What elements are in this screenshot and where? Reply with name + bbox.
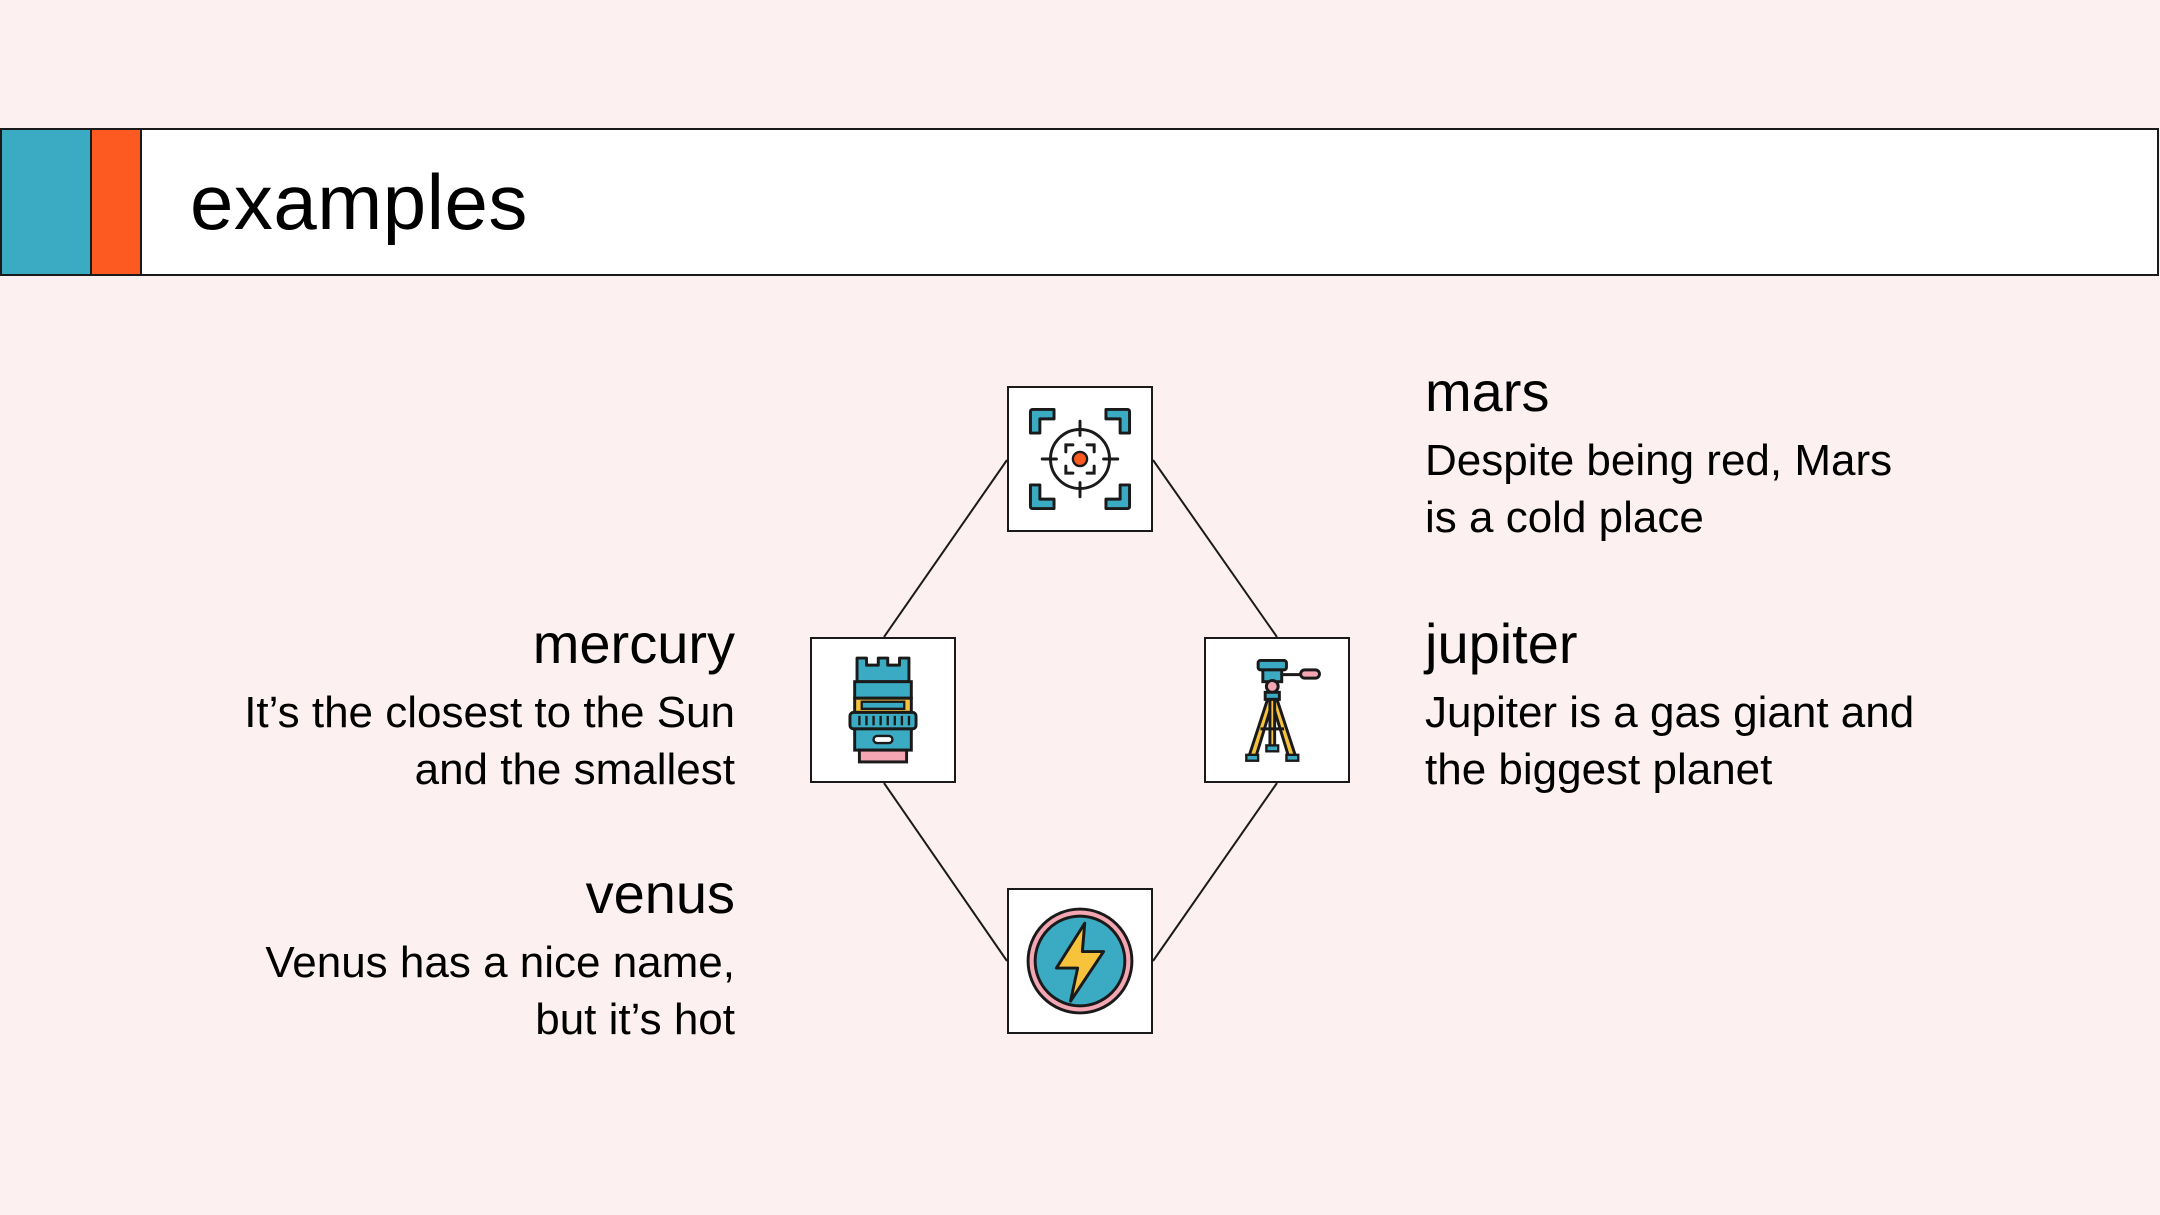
lightning-bolt-icon [1026, 907, 1134, 1015]
title-accent-orange [90, 128, 142, 276]
item-description-line: Despite being red, Mars [1425, 436, 1893, 485]
connector-bottom-right [1152, 782, 1278, 962]
item-title: mars [1425, 360, 1550, 423]
icon-box-top [1007, 386, 1153, 532]
focus-target-icon [1028, 407, 1132, 511]
icon-box-right [1204, 637, 1350, 783]
camera-lens-icon [848, 656, 918, 764]
title-bar [0, 128, 2159, 276]
item-description-line: the biggest planet [1425, 745, 1773, 794]
icon-box-left [810, 637, 956, 783]
slide-title: examples [190, 158, 528, 246]
item-description-line: and the smallest [414, 745, 735, 794]
item-mercury: mercury It’s the closest to the Sun and … [95, 612, 735, 798]
connector-top-left [883, 459, 1008, 638]
item-description-line: is a cold place [1425, 493, 1704, 542]
icon-box-bottom [1007, 888, 1153, 1034]
item-description-line: It’s the closest to the Sun [244, 688, 735, 737]
item-title: venus [585, 862, 735, 925]
item-description-line: Venus has a nice name, [265, 938, 735, 987]
connector-bottom-left [883, 782, 1008, 962]
item-title: mercury [532, 612, 735, 675]
item-title: jupiter [1425, 612, 1578, 675]
title-accent-blue [0, 128, 92, 276]
item-mars: mars Despite being red, Mars is a cold p… [1425, 360, 2065, 546]
item-venus: venus Venus has a nice name, but it’s ho… [95, 862, 735, 1048]
item-description-line: Jupiter is a gas giant and [1425, 688, 1915, 737]
tripod-icon [1245, 658, 1321, 762]
item-description-line: but it’s hot [535, 995, 735, 1044]
connector-top-right [1152, 459, 1278, 638]
item-jupiter: jupiter Jupiter is a gas giant and the b… [1425, 612, 2065, 798]
